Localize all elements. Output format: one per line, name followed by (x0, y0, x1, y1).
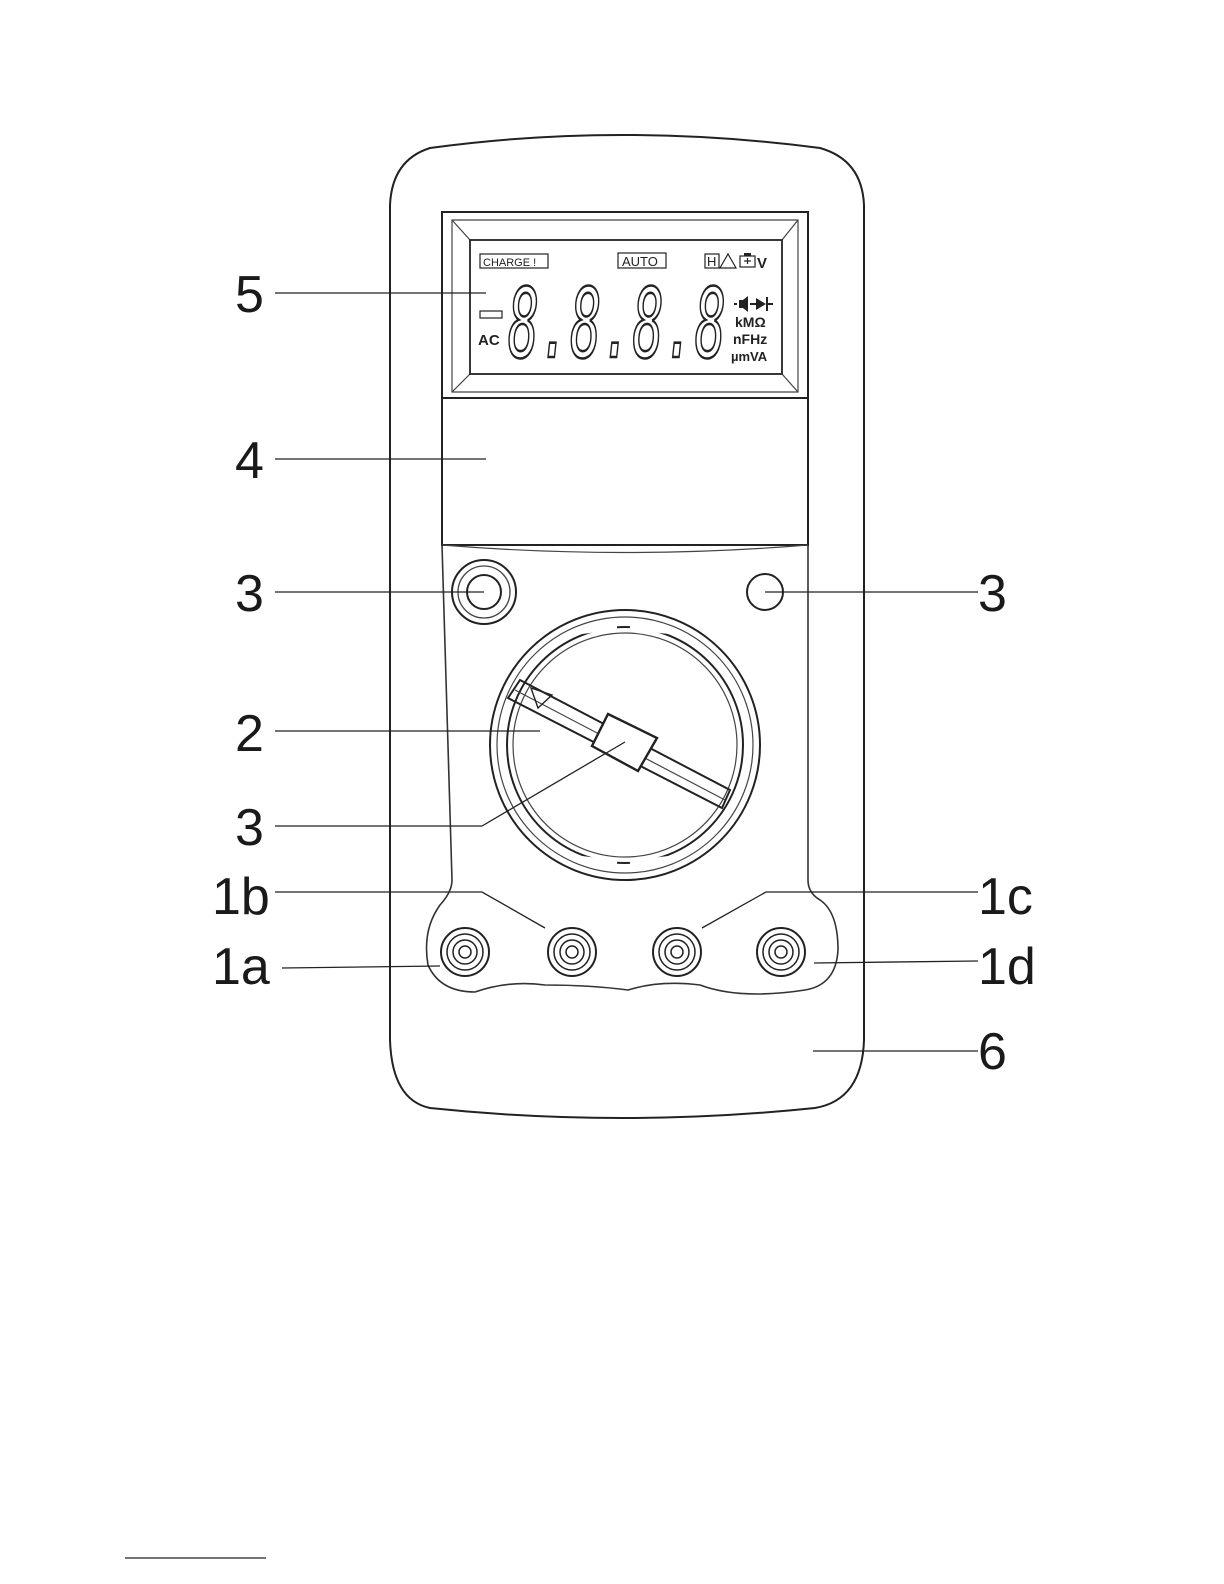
label-panel (442, 398, 808, 545)
callout-6: 6 (978, 1023, 1007, 1081)
input-jack-1b (548, 928, 596, 976)
lcd-digits: 8.8.8.8 (508, 268, 726, 380)
callout-5: 5 (235, 266, 264, 324)
lcd-unit-row-3: µmVA (731, 349, 768, 364)
dial-pointer-icon (531, 688, 552, 708)
callout-1b: 1b (212, 868, 270, 926)
callout-4: 4 (235, 432, 264, 490)
input-jack-1d (757, 928, 805, 976)
input-jack-1c (653, 928, 701, 976)
callout-3-left: 3 (235, 565, 264, 623)
lcd-auto-indicator: AUTO (622, 254, 658, 269)
input-jack-1a (441, 928, 489, 976)
callout-1d: 1d (978, 938, 1036, 996)
callout-3-right: 3 (978, 565, 1007, 623)
callout-3-dial: 3 (235, 799, 264, 857)
callout-1c: 1c (978, 868, 1033, 926)
warning-triangle-icon (720, 254, 736, 268)
lcd-hold-indicator: H (707, 254, 716, 269)
lcd-screen: CHARGE ! AUTO H V AC 8.8.8.8 kMΩ nFHz (470, 240, 782, 380)
front-panel (427, 545, 839, 994)
callout-2: 2 (235, 705, 264, 763)
diode-icon (750, 297, 773, 311)
callout-1a: 1a (212, 938, 270, 996)
continuity-buzzer-icon (734, 296, 748, 312)
lcd-ac-indicator: AC (478, 332, 500, 349)
rotary-switch (490, 610, 760, 880)
lcd-unit-row-1: kMΩ (735, 314, 766, 330)
lcd-volt-indicator: V (757, 255, 767, 272)
lcd-minus-sign (480, 311, 502, 318)
lcd-unit-row-2: nFHz (733, 331, 767, 347)
battery-icon (740, 253, 755, 267)
